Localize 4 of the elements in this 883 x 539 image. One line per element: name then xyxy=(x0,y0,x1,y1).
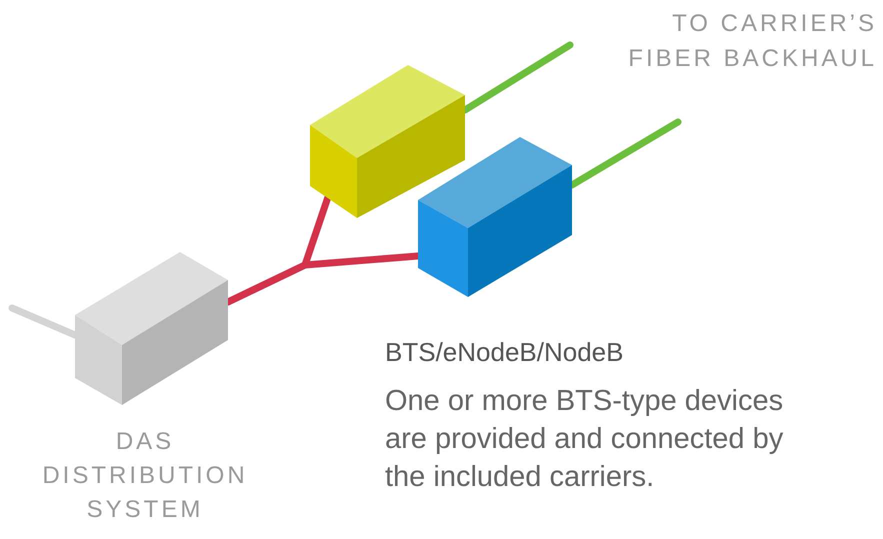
device-title: BTS/eNodeB/NodeB xyxy=(385,337,624,368)
device-label: DAS DISTRIBUTION SYSTEM xyxy=(41,427,249,525)
cable-label: TO CARRIER’S FIBER BACKHAUL xyxy=(627,9,877,74)
description-text: One or more BTS-type devices are provided and connected by the included carriers. xyxy=(385,384,784,495)
